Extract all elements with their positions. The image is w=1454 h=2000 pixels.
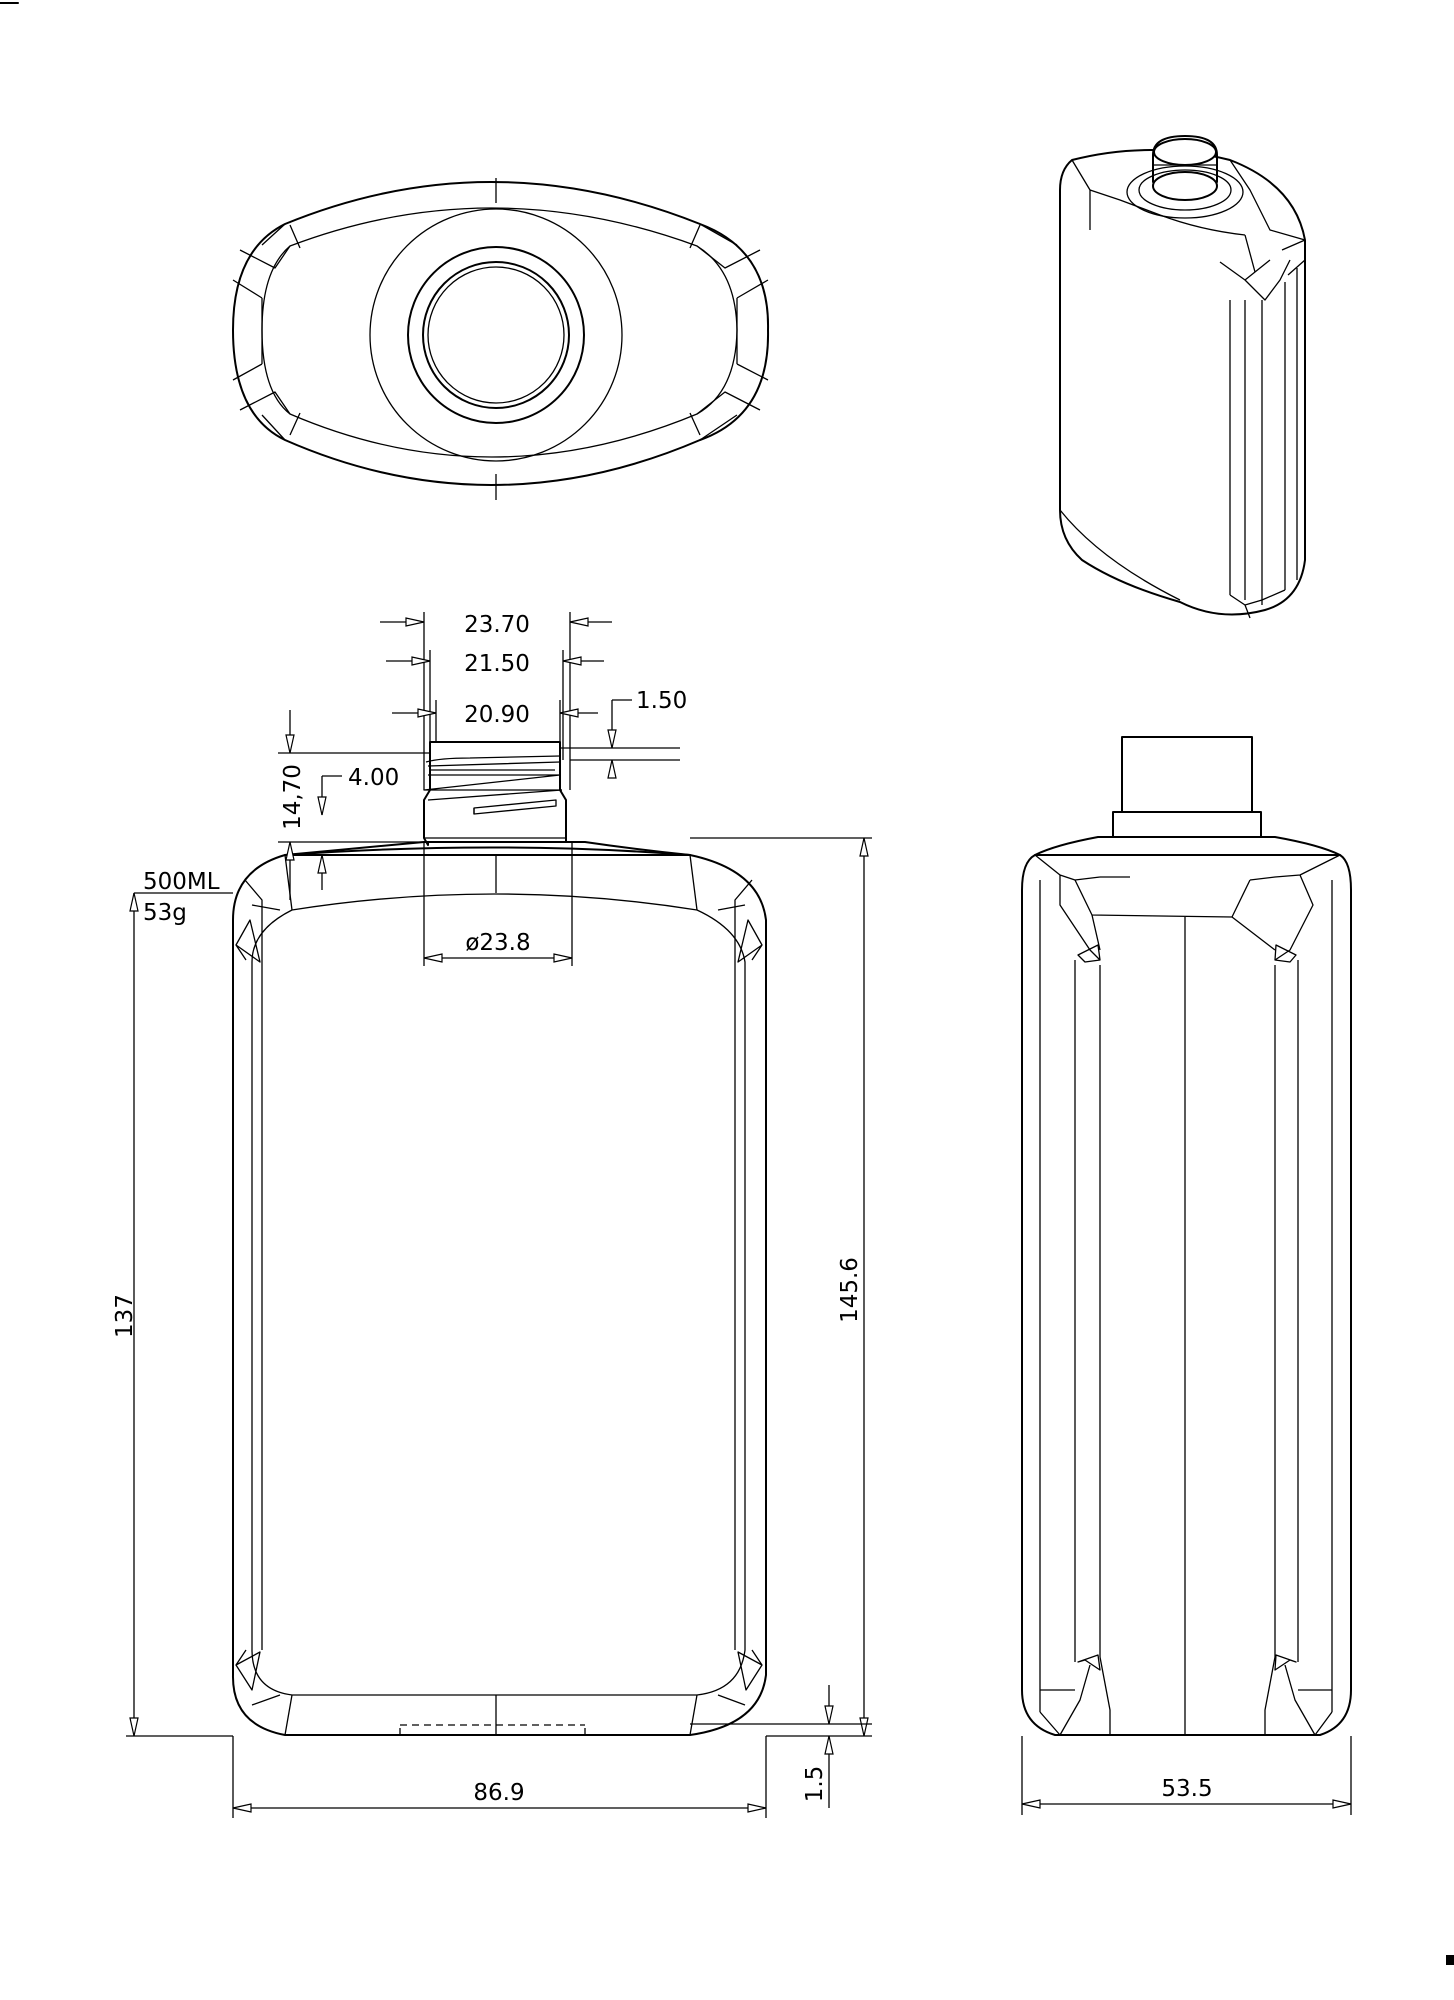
label-weight: 53g [143, 900, 187, 926]
dim-neck-lip: 1.50 [636, 688, 687, 714]
front-view [231, 741, 767, 1736]
top-view [232, 178, 770, 500]
dim-neck-base-diameter: ø23.8 [465, 930, 530, 956]
dim-shoulder-height: 137 [112, 1294, 138, 1338]
dimension-labels: 23.70 21.50 20.90 1.50 4.00 ø23.8 500ML … [112, 612, 1213, 1806]
dim-thread-start: 4.00 [348, 765, 399, 791]
dim-neck-height: 14,70 [280, 764, 306, 830]
dim-base-recess: 1.5 [802, 1766, 828, 1803]
isometric-view [1059, 135, 1306, 619]
dimension-lines [126, 612, 1352, 1818]
label-capacity: 500ML [143, 869, 220, 895]
dim-side-depth: 53.5 [1161, 1776, 1212, 1802]
dim-neck-inner: 20.90 [464, 702, 530, 728]
dim-total-height: 145.6 [837, 1257, 863, 1323]
dim-neck-outer: 23.70 [464, 612, 530, 638]
side-view [1021, 736, 1352, 1736]
dim-base-width: 86.9 [473, 1780, 524, 1806]
dim-neck-thread: 21.50 [464, 651, 530, 677]
